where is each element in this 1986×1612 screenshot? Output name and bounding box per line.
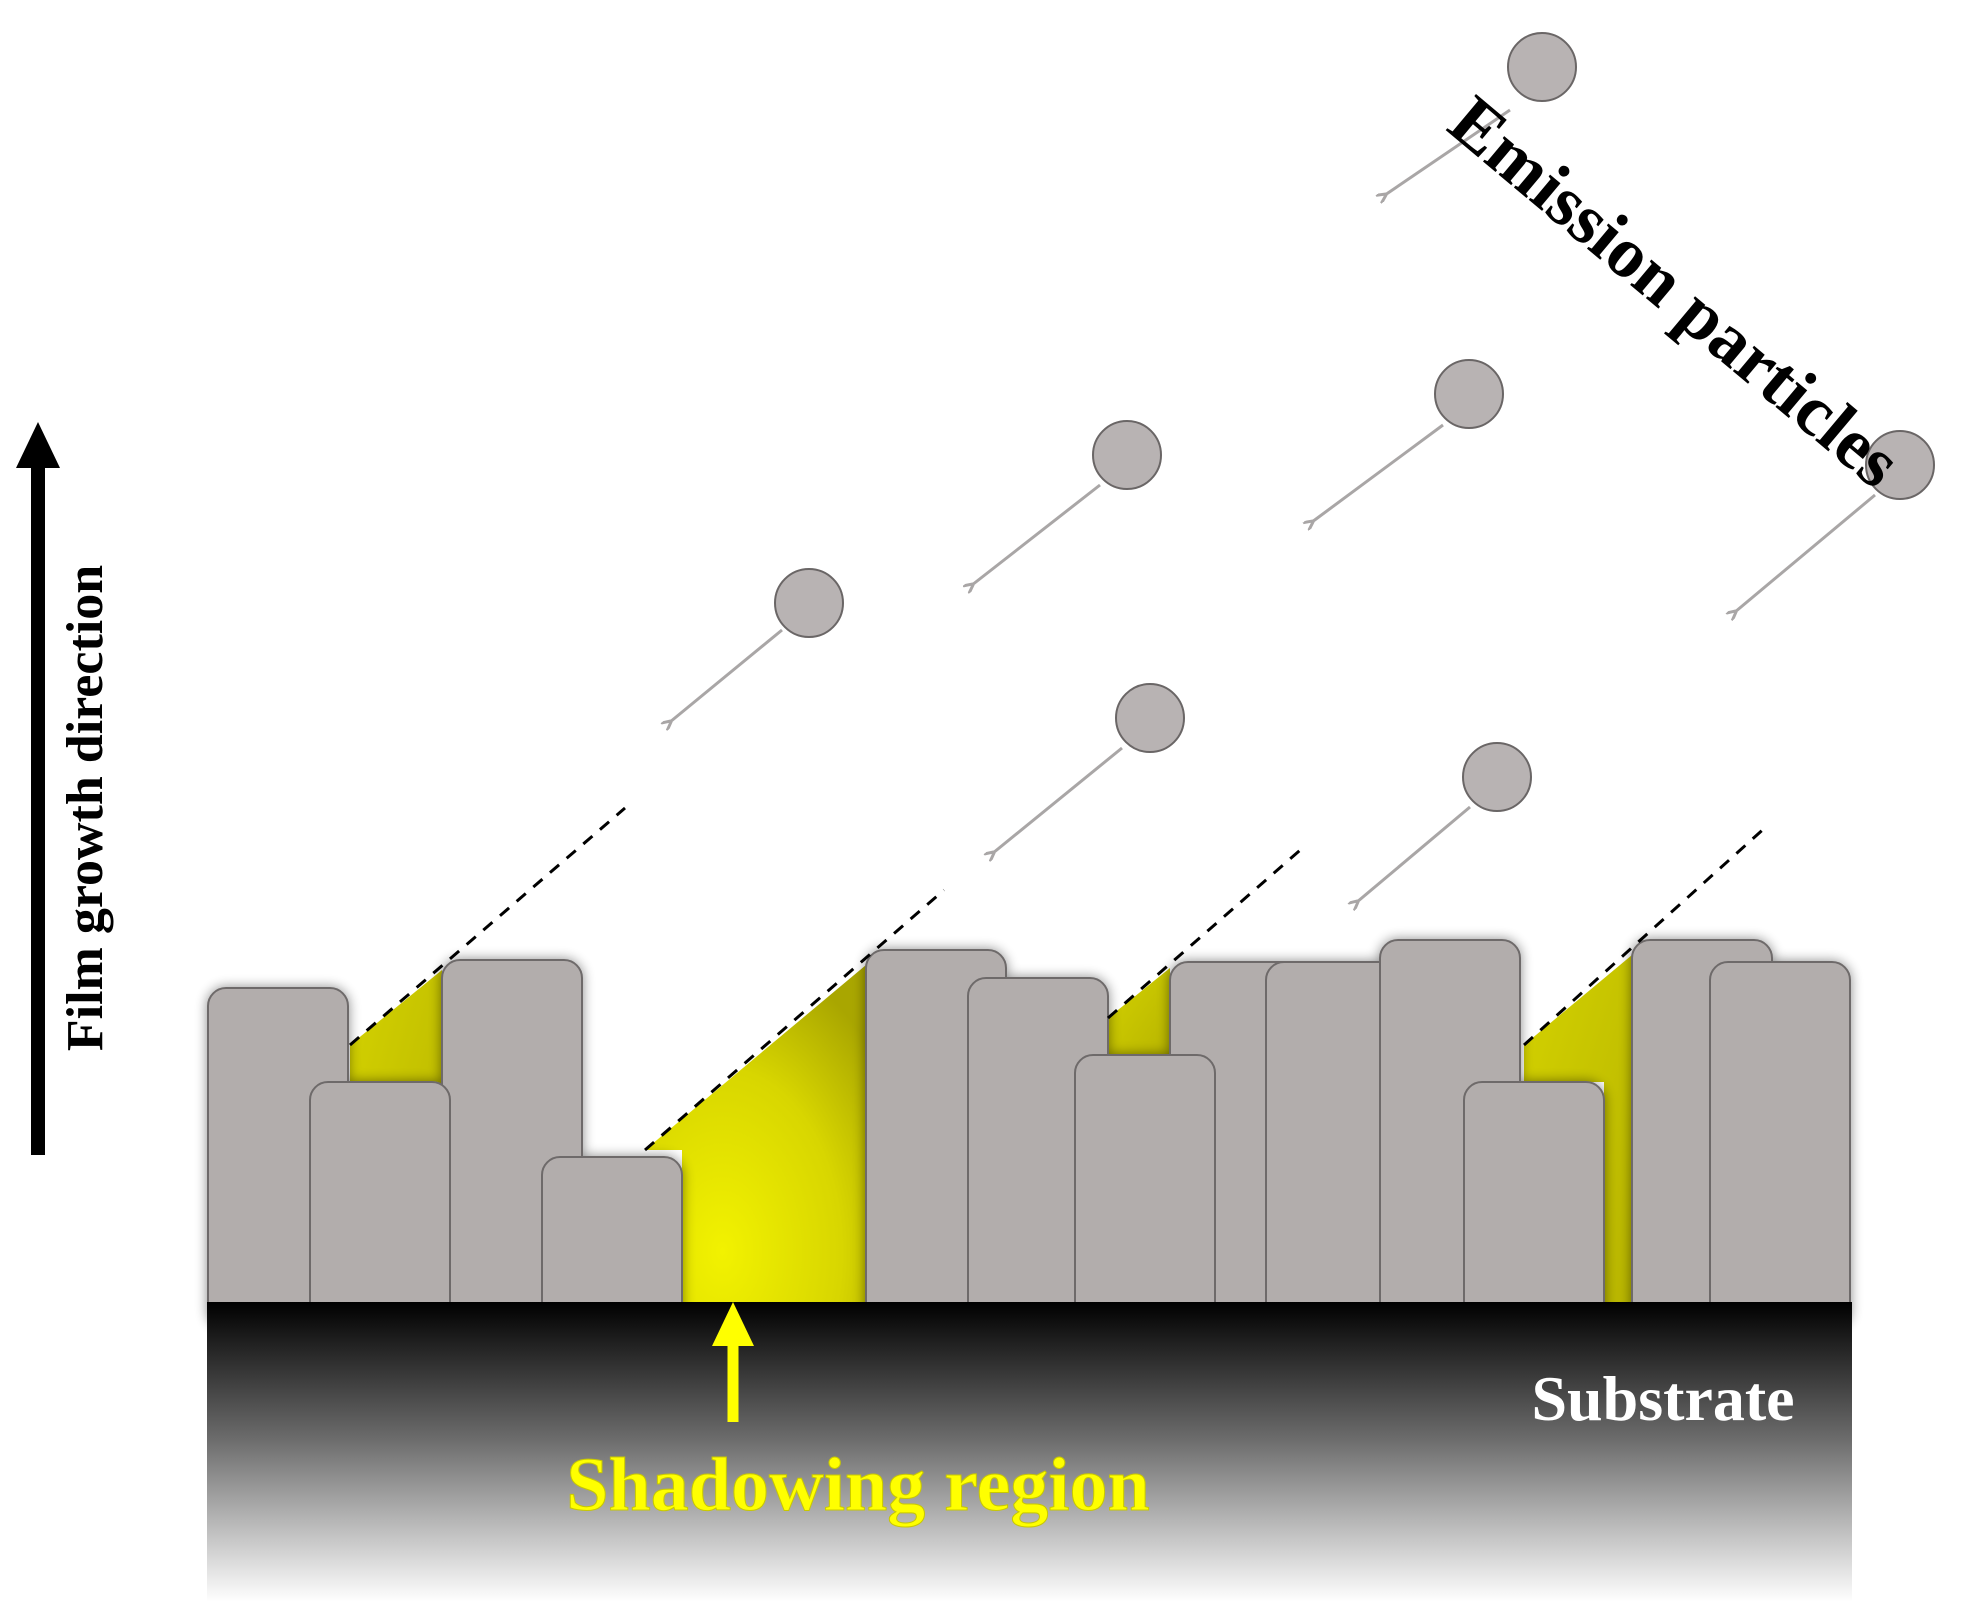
circle-icon <box>774 568 844 638</box>
circle-icon <box>1865 430 1935 500</box>
circle-icon <box>1434 359 1504 429</box>
particle <box>1357 742 1532 902</box>
growth-direction-arrow <box>16 422 60 1155</box>
emission-particles-label: Emission particles <box>1434 80 1916 503</box>
shadow-line <box>1522 823 1770 1047</box>
column <box>1074 1054 1216 1329</box>
particle <box>972 420 1162 585</box>
emission-particles <box>670 32 1935 902</box>
shadow-line <box>349 806 626 1047</box>
circle-icon <box>1115 683 1185 753</box>
column <box>1463 1081 1605 1329</box>
column <box>309 1081 451 1329</box>
circle-icon <box>1507 32 1577 102</box>
shadowing-region-label: Shadowing region <box>566 1443 1150 1527</box>
column <box>1709 961 1851 1329</box>
particle <box>1312 359 1504 522</box>
shadow-region-3 <box>1108 968 1170 1055</box>
circle-icon <box>1462 742 1532 812</box>
particle <box>1385 32 1577 195</box>
circle-icon <box>1092 420 1162 490</box>
particle <box>1735 430 1935 612</box>
shadow-lines <box>349 806 1770 1152</box>
particle <box>993 683 1185 853</box>
shadow-region-2 <box>645 965 866 1302</box>
substrate-label: Substrate <box>1531 1363 1794 1434</box>
arrow-up-icon <box>16 422 60 468</box>
film-growth-direction-label: Film growth direction <box>57 565 114 1051</box>
film-columns <box>207 939 1851 1329</box>
shadow-line <box>644 888 945 1152</box>
particle <box>670 568 844 722</box>
shadowing-arrow <box>712 1302 754 1422</box>
arrow-up-icon <box>712 1302 754 1346</box>
